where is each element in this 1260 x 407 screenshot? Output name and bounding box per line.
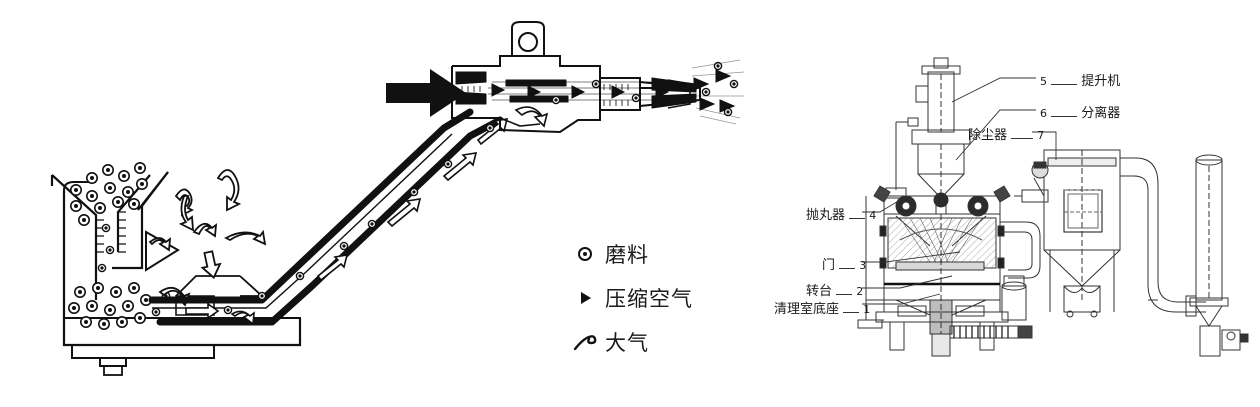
- exhaust-duct: [1120, 157, 1206, 317]
- legend-label-compressed-air: 压缩空气: [605, 287, 693, 311]
- legend-label-abrasive: 磨料: [605, 243, 649, 267]
- callout-number-5: 5: [1040, 75, 1047, 88]
- callout-elevator: 5 提升机: [1040, 70, 1120, 89]
- callout-leaders: [862, 77, 1057, 305]
- air-flow-arrows-top: [178, 169, 267, 246]
- machine-frame: [857, 196, 884, 329]
- callout-chamber-base: 清理室底座 1: [774, 298, 870, 317]
- air-flow-arrows-pot: [148, 188, 222, 307]
- callout-number-1: 1: [863, 303, 871, 316]
- squiggle-icon: [565, 331, 605, 353]
- callout-dust-collector: 除尘器 7: [968, 124, 1044, 143]
- blast-pot-group: [50, 21, 745, 376]
- chamber-exhaust-duct: [1000, 221, 1041, 279]
- legend-label-atmosphere: 大气: [605, 331, 649, 355]
- callout-label-chamber-base: 清理室底座: [774, 302, 840, 317]
- callout-number-6: 6: [1040, 107, 1047, 120]
- circle-dot-icon: [565, 245, 605, 263]
- callout-door: 门 3: [822, 254, 866, 273]
- callout-label-separator: 分离器: [1081, 106, 1121, 121]
- bucket-elevator: [885, 57, 971, 199]
- legend-item-compressed-air: 压缩空气: [565, 276, 775, 320]
- abrasive-particles-pot: [68, 281, 171, 331]
- exhaust-stack: [1189, 154, 1249, 357]
- abrasive-particles-hopper: [70, 162, 148, 273]
- callout-separator: 6 分离器: [1040, 102, 1120, 121]
- callout-label-elevator: 提升机: [1081, 74, 1121, 89]
- callout-label-door: 门: [822, 258, 836, 273]
- abrasive-hose: [148, 108, 504, 326]
- abrasive-spray-discharge: [691, 59, 745, 125]
- blast-chamber: [879, 213, 1005, 301]
- compressed-air-inlet-arrow: [386, 69, 466, 117]
- blast-gun-body: [451, 21, 701, 134]
- flow-legend: 磨料 压缩空气 大气: [565, 232, 775, 364]
- callout-blast-wheel: 抛丸器 4: [806, 204, 876, 223]
- shot-blast-machine-group: [857, 57, 1249, 357]
- cartridge-dust-collector: [1014, 149, 1121, 318]
- callout-number-4: 4: [869, 209, 877, 222]
- callout-label-turntable: 转台: [806, 284, 833, 299]
- callout-label-blast-wheel: 抛丸器: [806, 208, 846, 223]
- callout-turntable: 转台 2: [806, 280, 863, 299]
- callout-label-dust-collector: 除尘器: [968, 128, 1008, 143]
- legend-item-abrasive: 磨料: [565, 232, 775, 276]
- legend-item-atmosphere: 大气: [565, 320, 775, 364]
- lifting-eye-icon: [511, 21, 545, 56]
- callout-number-2: 2: [856, 285, 864, 298]
- compressed-air-stream: [491, 83, 670, 99]
- callout-number-3: 3: [859, 259, 867, 272]
- rotary-turntable: [875, 214, 1033, 357]
- solid-triangle-icon: [565, 289, 605, 307]
- callout-number-7: 7: [1037, 129, 1045, 142]
